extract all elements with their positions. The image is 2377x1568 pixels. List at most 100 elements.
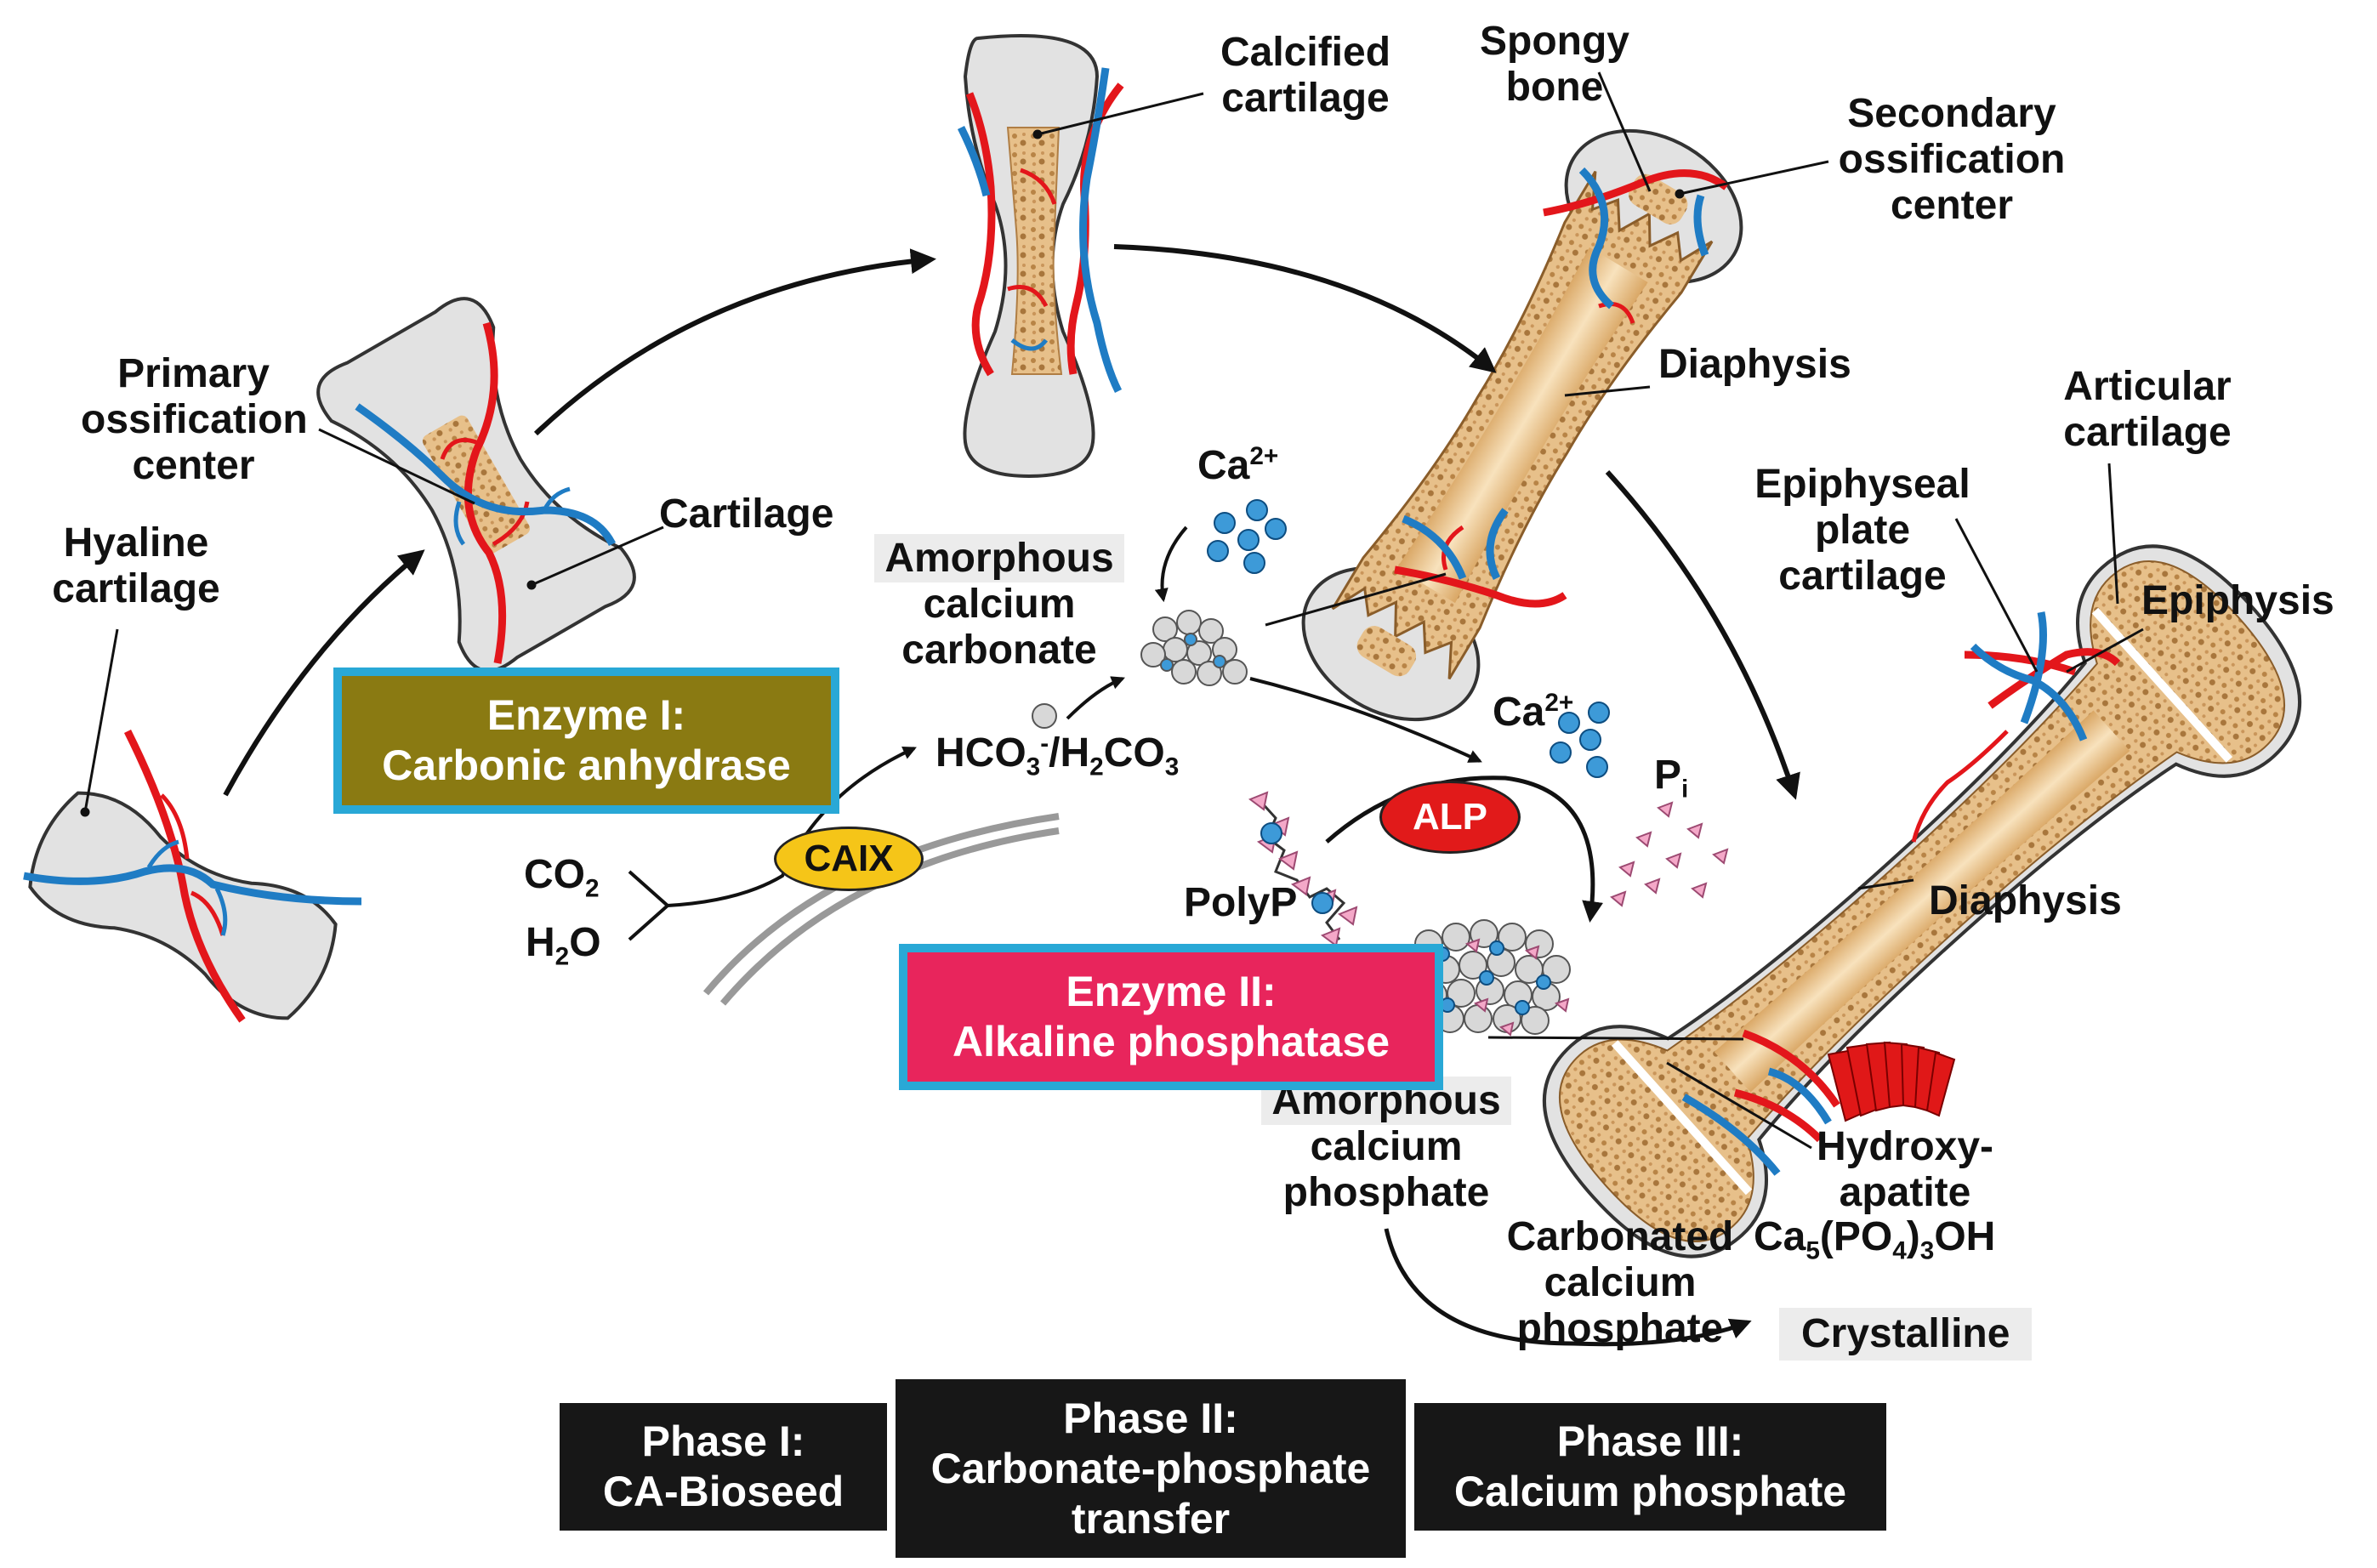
phosphate-ions xyxy=(1610,801,1729,907)
chem-sub: 2 xyxy=(1089,753,1104,781)
label-line: cartilage xyxy=(1221,75,1390,121)
developing-long-bone xyxy=(1301,128,1743,722)
arrow-stage4-to-stage5 xyxy=(1605,469,1800,800)
hyaline-cartilage-bone xyxy=(28,791,338,1020)
chem-part: H xyxy=(526,920,555,965)
label-hydroxyapatite: Hydroxy- apatite xyxy=(1790,1124,2020,1216)
chem-sup: - xyxy=(1040,730,1049,758)
label-line: calcium xyxy=(1310,1123,1463,1169)
chem-sub: 2 xyxy=(554,942,570,971)
blood-vessel-blue xyxy=(957,67,1123,394)
arrow-hco3-to-acc xyxy=(1066,676,1125,720)
label-line: Articular xyxy=(2063,364,2232,409)
label-line: plate xyxy=(1814,507,1911,553)
chem-part: ) xyxy=(1906,1214,1920,1259)
label-articular-cartilage: Articular cartilage xyxy=(2045,364,2249,456)
enzyme2-name: Alkaline phosphatase xyxy=(952,1018,1390,1065)
label-secondary-ossification-center: Secondary ossification center xyxy=(1820,91,2084,228)
chem-base: Ca xyxy=(1197,443,1250,488)
label-ca-middle: Ca2+ xyxy=(1493,689,1573,736)
blood-vessel-red xyxy=(1733,648,2121,1143)
label-line: Secondary xyxy=(1847,91,2056,136)
phase1-title: Phase I: xyxy=(641,1417,805,1465)
label-line: Hyaline xyxy=(63,520,209,565)
chem-part: CO xyxy=(1103,730,1165,775)
label-ca-top: Ca2+ xyxy=(1197,442,1278,489)
label-line: cartilage xyxy=(52,565,220,611)
label-line: Epiphyseal xyxy=(1754,462,1970,507)
label-line: cartilage xyxy=(1778,553,1947,599)
phase2-title: Phase II: xyxy=(1063,1394,1238,1442)
label-line: Hydroxy- xyxy=(1816,1124,1994,1169)
arrow-stage2-to-stage3 xyxy=(533,248,936,436)
blood-vessel-blue xyxy=(1402,167,1709,581)
chem-sub: 2 xyxy=(585,874,600,903)
amorphous-calcium-phosphate-cluster xyxy=(1414,919,1571,1037)
chem-sup: 2+ xyxy=(1544,689,1574,717)
chem-sub: 5 xyxy=(1805,1236,1820,1265)
chem-part: /H xyxy=(1049,730,1090,775)
enzyme1-name: Carbonic anhydrase xyxy=(382,741,791,789)
label-hydroxyapatite-formula: Ca5(PO4)3OH xyxy=(1754,1214,1995,1265)
label-epiphyseal-plate-cartilage: Epiphyseal plate cartilage xyxy=(1752,462,1973,599)
label-spongy-bone: Spongy bone xyxy=(1461,19,1648,111)
alp-enzyme-badge: ALP xyxy=(1379,781,1521,854)
label-amorphous-calcium-carbonate: Amorphous calcium carbonate xyxy=(872,534,1127,673)
label-line: ossification xyxy=(1838,136,2066,182)
calcium-ions-middle xyxy=(1550,702,1610,778)
label-line: phosphate xyxy=(1516,1305,1724,1351)
arrow-acp-to-crystalline xyxy=(1384,1228,1752,1347)
hydroxyapatite-crystal xyxy=(1827,1041,1956,1122)
phase2-subtitle-cont: transfer xyxy=(1071,1494,1231,1542)
label-line: bone xyxy=(1505,64,1604,110)
blood-vessel-red xyxy=(160,793,225,936)
blood-vessel-blue xyxy=(146,839,228,936)
label-h2o: H2O xyxy=(526,920,601,971)
label-co2: CO2 xyxy=(524,852,600,903)
primary-ossification-bone xyxy=(316,297,636,673)
chem-part: OH xyxy=(1934,1214,1996,1259)
chem-sub: i xyxy=(1681,775,1689,804)
blood-vessel-blue xyxy=(1681,611,2088,1176)
arrow-acc-to-phase2 xyxy=(1249,677,1482,763)
blood-vessel-red xyxy=(1394,169,1729,608)
blood-vessel-red xyxy=(123,729,246,1023)
chem-part: O xyxy=(569,920,601,965)
label-primary-ossification-center: Primary ossification center xyxy=(81,351,308,488)
phase3-subtitle: Calcium phosphate xyxy=(1453,1468,1847,1515)
arrow-alp-reaction xyxy=(1325,775,1604,923)
label-crystalline: Crystalline xyxy=(1779,1308,2033,1361)
enzyme1-box: Enzyme I: Carbonic anhydrase xyxy=(333,668,839,814)
label-line: cartilage xyxy=(2063,409,2232,455)
chem-part: (PO xyxy=(1819,1214,1893,1259)
phase2-subtitle: Carbonate-phosphate xyxy=(930,1444,1371,1492)
blood-vessel-blue xyxy=(453,486,571,546)
arrow-ca-to-acc xyxy=(1154,526,1188,603)
label-line: Calcified xyxy=(1220,30,1391,75)
label-line: calcium xyxy=(1544,1259,1697,1305)
arrow-stage3-to-stage4 xyxy=(1113,244,1497,373)
chem-base: Ca xyxy=(1493,690,1545,735)
co2-molecule xyxy=(1032,703,1057,729)
chem-sup: 2+ xyxy=(1249,442,1279,470)
chem-base: CO xyxy=(524,852,585,897)
label-diaphysis-top: Diaphysis xyxy=(1658,342,1851,387)
label-line: phosphate xyxy=(1282,1169,1490,1215)
label-line: calcium xyxy=(923,581,1076,627)
label-diaphysis-bottom: Diaphysis xyxy=(1929,878,2122,923)
calcium-ions-top xyxy=(1207,499,1287,574)
calcified-cartilage-bone xyxy=(963,34,1100,479)
label-hyaline-cartilage: Hyaline cartilage xyxy=(34,520,238,612)
chem-sub: 3 xyxy=(1026,753,1041,781)
blood-vessel-blue xyxy=(355,403,617,547)
label-line: ossification xyxy=(81,396,308,442)
enzyme2-title: Enzyme II: xyxy=(1066,968,1277,1015)
label-line: carbonate xyxy=(901,627,1097,673)
chem-sub: 3 xyxy=(1164,753,1180,781)
phase3-title: Phase III: xyxy=(1556,1417,1744,1465)
chem-part: HCO xyxy=(935,730,1026,775)
label-line: Carbonated xyxy=(1506,1214,1734,1259)
amorphous-calcium-carbonate-cluster xyxy=(1140,610,1248,686)
enzyme2-box: Enzyme II: Alkaline phosphatase xyxy=(899,944,1443,1090)
